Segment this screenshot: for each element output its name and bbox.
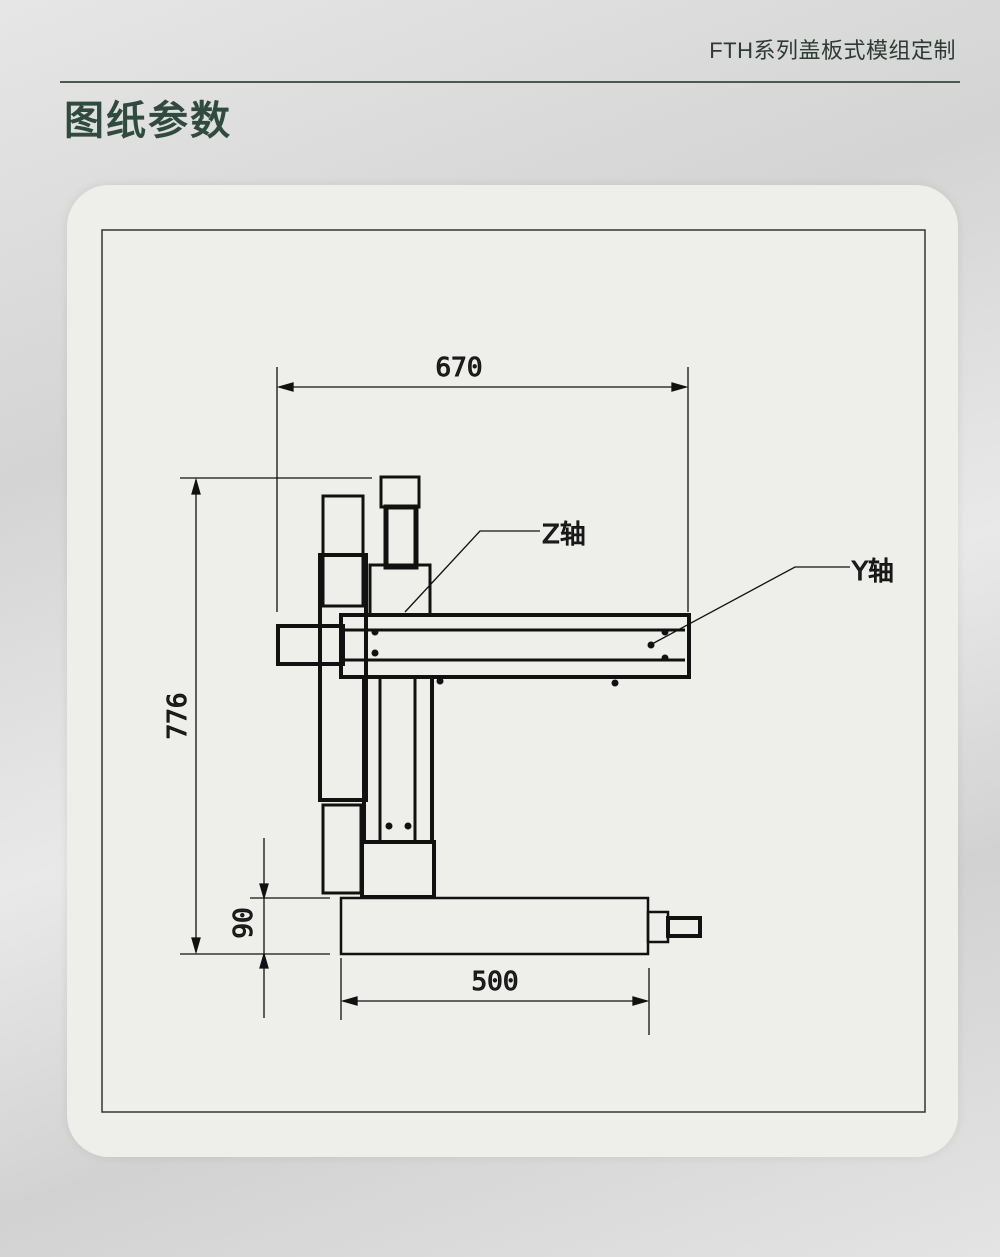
dimension-lines bbox=[180, 367, 850, 1035]
machine-outline bbox=[276, 475, 702, 956]
series-title: FTH系列盖板式模组定制 bbox=[709, 38, 956, 63]
dim-base-length: 500 bbox=[472, 967, 519, 997]
dim-base-height: 90 bbox=[229, 907, 259, 938]
z-axis-label: Z轴 bbox=[542, 520, 586, 550]
drawing-card bbox=[67, 185, 958, 1157]
dim-width-top: 670 bbox=[436, 353, 483, 383]
y-axis-label: Y轴 bbox=[851, 557, 894, 587]
drawing-frame bbox=[101, 229, 926, 1113]
header-divider bbox=[60, 81, 960, 83]
bolt-holes bbox=[371, 628, 669, 830]
page-title: 图纸参数 bbox=[64, 98, 232, 144]
dim-height-left: 776 bbox=[163, 693, 193, 740]
